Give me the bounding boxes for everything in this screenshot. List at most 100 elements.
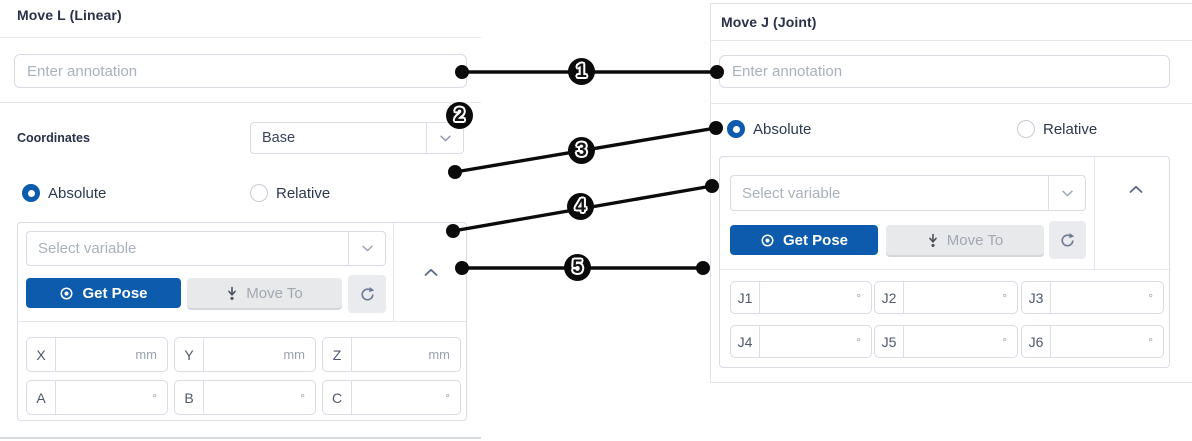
radio-relative[interactable] (1017, 120, 1035, 138)
field-c-input[interactable] (352, 381, 446, 414)
field-label: C (323, 381, 352, 414)
field-label: J6 (1022, 326, 1051, 357)
joint-field-j2: J2 ° (874, 281, 1018, 314)
field-label: B (175, 381, 204, 414)
field-x-input[interactable] (56, 338, 136, 371)
refresh-icon (359, 286, 376, 303)
field-label: J5 (875, 326, 904, 357)
coordinates-label: Coordinates (17, 131, 90, 145)
move-to-label: Move To (946, 231, 1004, 249)
chevron-up-icon (424, 268, 438, 277)
callout-badge-1: 1 (568, 58, 595, 85)
field-j5-input[interactable] (904, 326, 1003, 357)
field-unit: ° (445, 390, 450, 405)
chevron-down-icon (426, 123, 463, 153)
radio-absolute[interactable] (727, 120, 745, 138)
joint-box: Select variable Get Pose Move To (719, 156, 1170, 368)
divider (710, 40, 1192, 41)
panel-top-border (710, 3, 1192, 4)
chevron-up-icon (1129, 185, 1143, 194)
pose-field-c: C ° (322, 380, 461, 415)
divider (0, 437, 481, 439)
radio-absolute-label: Absolute (753, 121, 812, 138)
field-unit: ° (1148, 334, 1153, 349)
field-unit: ° (152, 390, 157, 405)
callout-badge-3: 3 (568, 137, 595, 164)
field-label: J1 (731, 282, 760, 313)
variable-select[interactable]: Select variable (26, 231, 386, 266)
callout-line-3 (453, 126, 718, 174)
pose-field-y: Y mm (174, 337, 316, 372)
field-z-input[interactable] (352, 338, 429, 371)
field-j4-input[interactable] (760, 326, 857, 357)
collapse-button[interactable] (1127, 183, 1145, 196)
field-unit: ° (1002, 334, 1007, 349)
annotation-input[interactable] (14, 54, 467, 88)
pose-field-b: B ° (174, 380, 316, 415)
page-title: Move L (Linear) (17, 7, 122, 23)
joint-field-j5: J5 ° (874, 325, 1018, 358)
collapse-button[interactable] (422, 266, 440, 279)
refresh-icon (1059, 232, 1076, 249)
divider (710, 103, 1192, 104)
field-label: X (27, 338, 56, 371)
divider (710, 382, 1192, 383)
get-pose-button[interactable]: Get Pose (730, 225, 878, 255)
field-label: J2 (875, 282, 904, 313)
get-pose-button[interactable]: Get Pose (26, 278, 181, 308)
field-a-input[interactable] (56, 381, 153, 414)
move-j-panel: Move J (Joint) Absolute Relative Select … (710, 0, 1192, 441)
move-l-panel: Move L (Linear) Coordinates Base Absolut… (0, 0, 481, 441)
field-j6-input[interactable] (1051, 326, 1149, 357)
get-pose-label: Get Pose (782, 231, 849, 249)
joint-field-j3: J3 ° (1021, 281, 1164, 314)
pose-box: Select variable Get Pose Move To (17, 222, 467, 421)
callout-badge-5: 5 (564, 254, 591, 281)
field-j3-input[interactable] (1051, 282, 1149, 313)
move-to-label: Move To (246, 284, 303, 302)
variable-select-placeholder: Select variable (38, 240, 137, 257)
field-label: Y (175, 338, 204, 371)
field-unit: ° (1002, 290, 1007, 305)
callout-line-4 (451, 184, 714, 233)
radio-absolute[interactable] (22, 184, 40, 202)
field-label: Z (323, 338, 352, 371)
radio-relative-label: Relative (276, 185, 331, 202)
pose-field-z: Z mm (322, 337, 461, 372)
divider (1094, 157, 1095, 269)
field-unit: ° (300, 390, 305, 405)
field-j1-input[interactable] (760, 282, 857, 313)
field-b-input[interactable] (204, 381, 301, 414)
move-to-button[interactable]: Move To (187, 278, 342, 308)
variable-select[interactable]: Select variable (730, 175, 1086, 211)
callout-badge-4: 4 (567, 193, 594, 220)
target-icon (760, 233, 775, 248)
get-pose-label: Get Pose (82, 284, 148, 302)
target-icon (59, 286, 74, 301)
pose-field-x: X mm (26, 337, 168, 372)
field-unit: mm (428, 347, 450, 362)
field-label: J3 (1022, 282, 1051, 313)
pose-field-a: A ° (26, 380, 168, 415)
radio-relative-label: Relative (1043, 121, 1098, 138)
field-unit: ° (856, 334, 861, 349)
coordinates-select-value: Base (262, 130, 296, 146)
field-unit: mm (135, 347, 157, 362)
radio-relative[interactable] (250, 184, 268, 202)
arrow-down-to-point-icon (927, 233, 939, 248)
field-y-input[interactable] (204, 338, 284, 371)
divider (18, 321, 466, 322)
radio-absolute-label: Absolute (48, 185, 107, 202)
refresh-button[interactable] (348, 275, 386, 313)
move-to-button[interactable]: Move To (886, 225, 1044, 255)
coordinates-select[interactable]: Base (250, 122, 464, 154)
field-label: A (27, 381, 56, 414)
divider (393, 223, 394, 321)
refresh-button[interactable] (1049, 221, 1086, 259)
callout-dot (696, 261, 710, 275)
field-j2-input[interactable] (904, 282, 1003, 313)
joint-field-j4: J4 ° (730, 325, 872, 358)
page-title: Move J (Joint) (721, 14, 817, 30)
annotation-input[interactable] (719, 55, 1170, 88)
arrow-down-to-point-icon (226, 286, 238, 301)
